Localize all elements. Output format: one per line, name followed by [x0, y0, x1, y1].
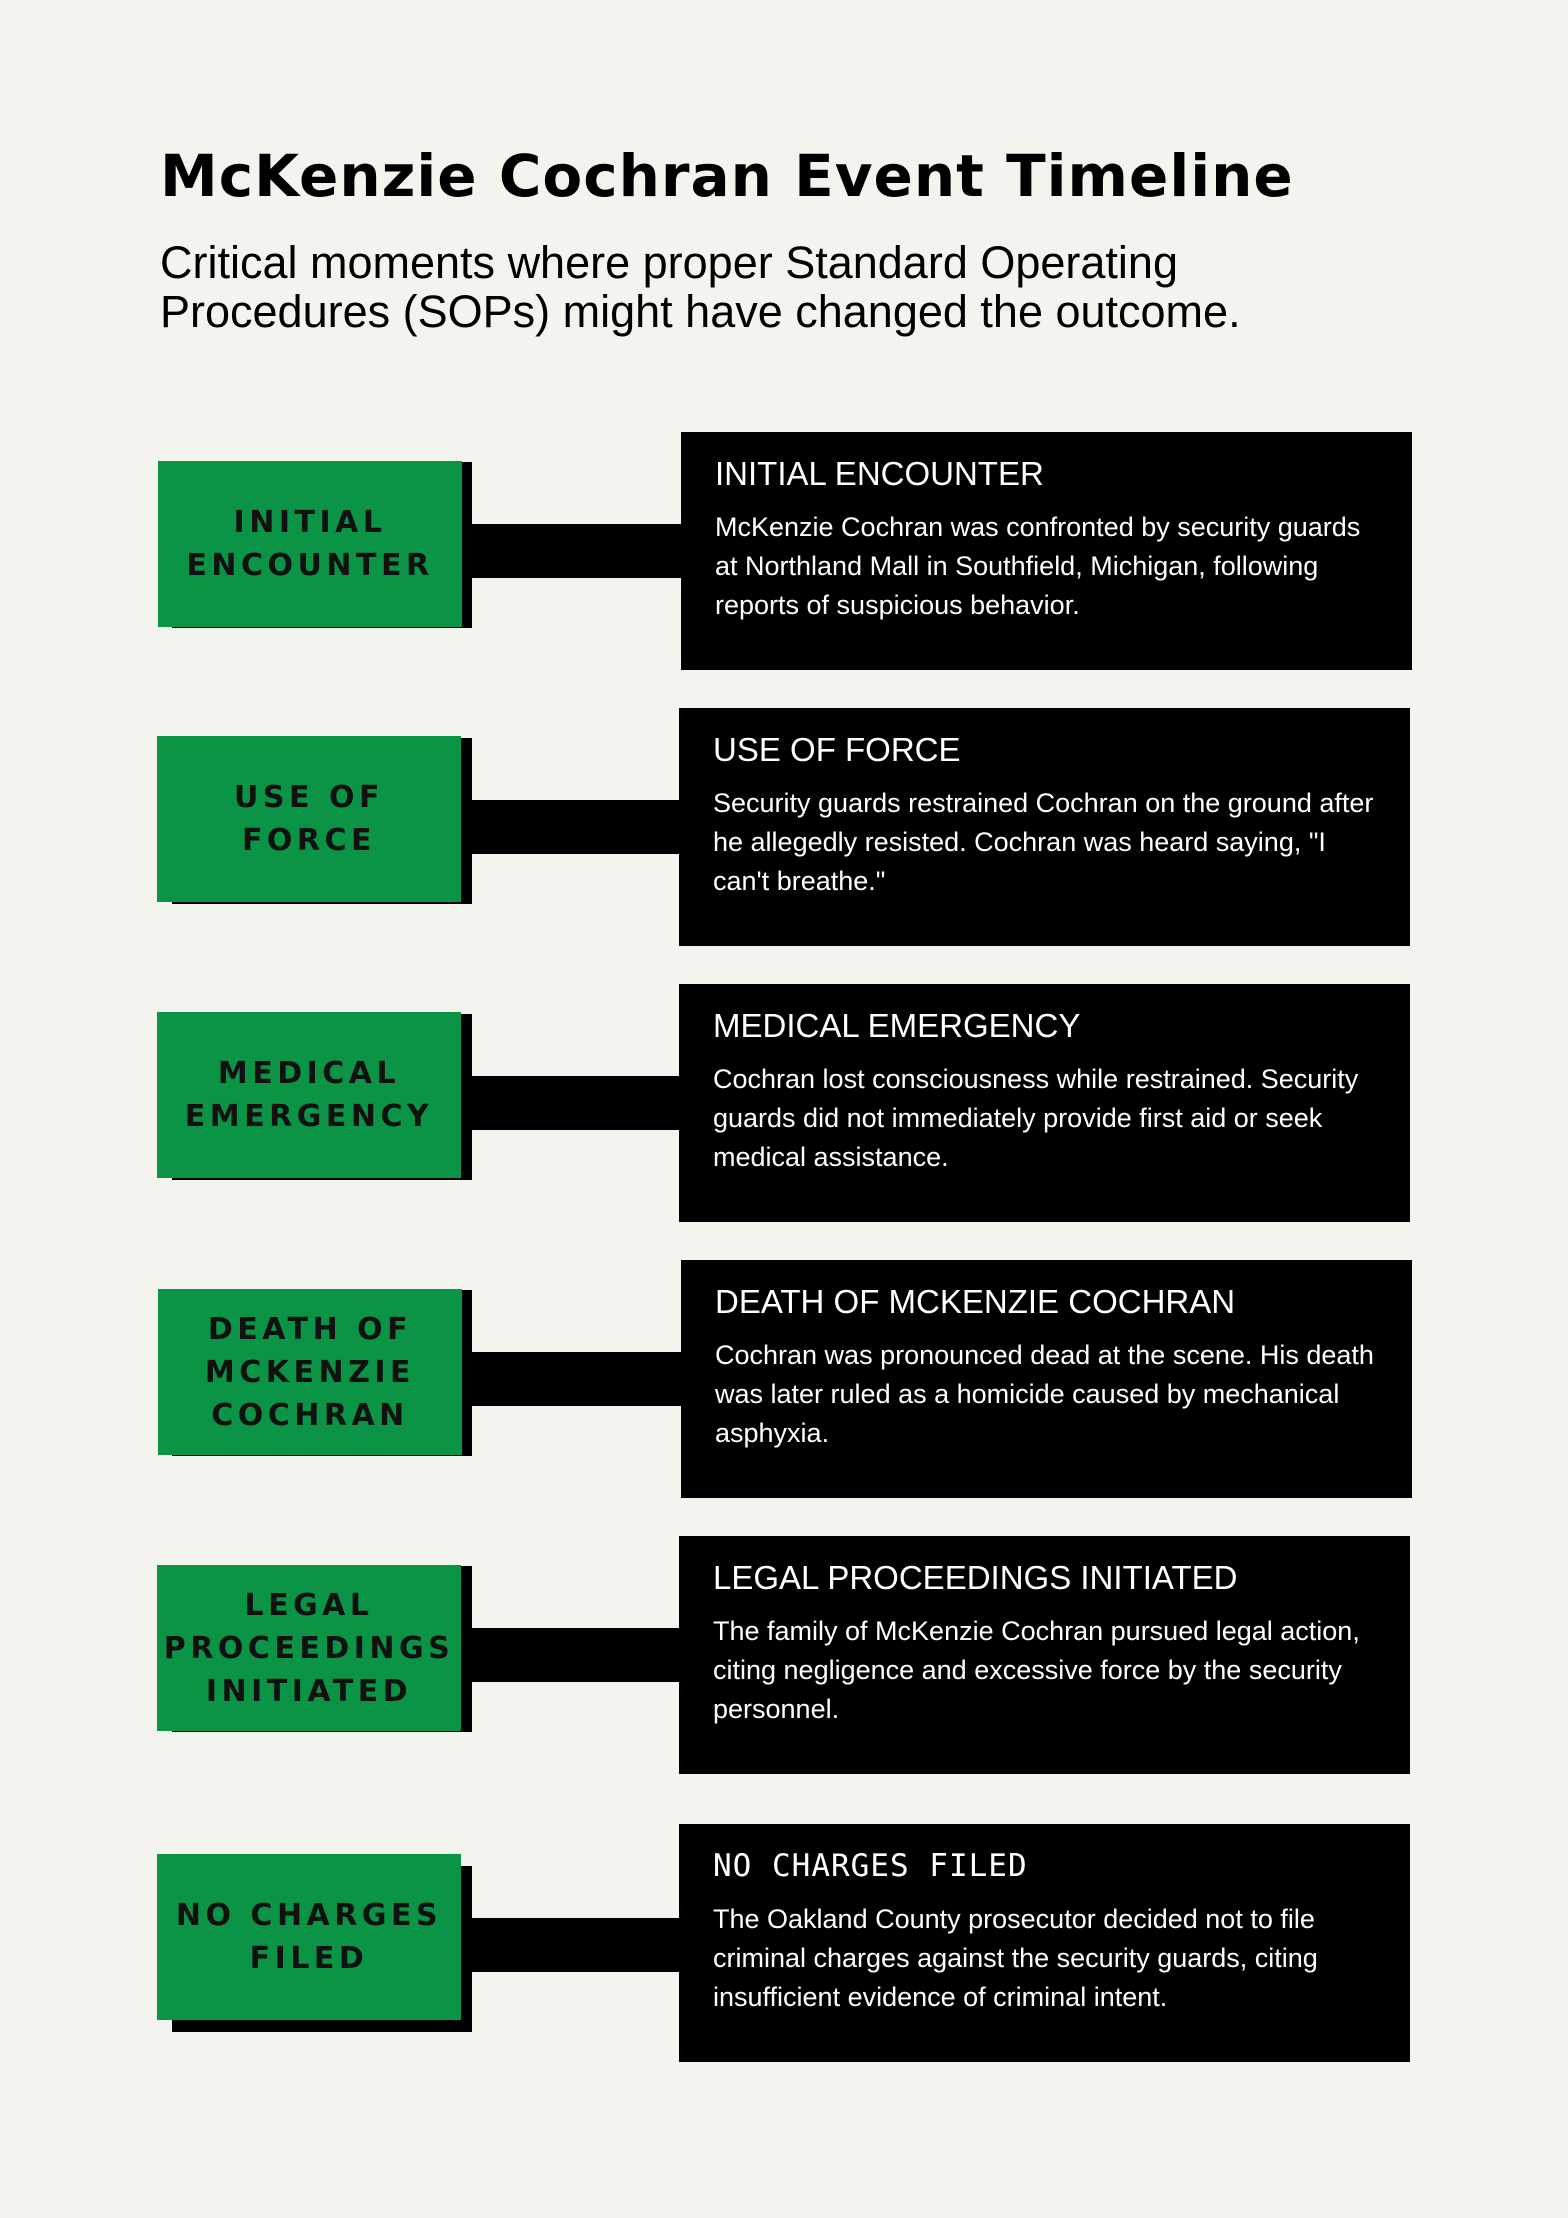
event-card-title: USE OF FORCE: [713, 731, 961, 768]
event-card-description: McKenzie Cochran was confronted by secur…: [715, 512, 1361, 620]
event-label-box: MEDICAL EMERGENCY: [157, 1012, 461, 1178]
page-subtitle: Critical moments where proper Standard O…: [160, 237, 1241, 337]
event-label-box: USE OF FORCE: [157, 736, 461, 902]
event-card-title: LEGAL PROCEEDINGS INITIATED: [713, 1559, 1238, 1596]
event-card: LEGAL PROCEEDINGS INITIATED The family o…: [679, 1536, 1410, 1774]
event-card-title: NO CHARGES FILED: [713, 1848, 1028, 1884]
event-label: MEDICAL EMERGENCY: [184, 1056, 434, 1134]
connector-bar: [462, 1628, 682, 1682]
event-label-box: NO CHARGES FILED: [157, 1854, 461, 2020]
timeline-event-3: MEDICAL EMERGENCY MEDICAL EMERGENCY Coch…: [0, 984, 1568, 1224]
event-card: USE OF FORCE Security guards restrained …: [679, 708, 1410, 946]
event-label: NO CHARGES FILED: [175, 1898, 443, 1976]
connector-bar: [462, 1076, 682, 1130]
connector-bar: [462, 800, 682, 854]
event-label-box: INITIAL ENCOUNTER: [158, 461, 462, 627]
page-title: McKenzie Cochran Event Timeline: [160, 142, 1294, 210]
event-label-box: LEGAL PROCEEDINGS INITIATED: [157, 1565, 461, 1731]
event-card-description: The Oakland County prosecutor decided no…: [713, 1904, 1318, 2012]
connector-bar: [462, 524, 682, 578]
timeline-event-4: DEATH OF MCKENZIE COCHRAN DEATH OF MCKEN…: [0, 1260, 1568, 1500]
event-card-title: MEDICAL EMERGENCY: [713, 1007, 1081, 1044]
event-card-title: DEATH OF MCKENZIE COCHRAN: [715, 1283, 1236, 1320]
connector-bar: [462, 1918, 682, 1972]
connector-bar: [462, 1352, 682, 1406]
event-card: NO CHARGES FILED The Oakland County pros…: [679, 1824, 1410, 2062]
event-card-title: INITIAL ENCOUNTER: [715, 455, 1044, 492]
event-card-description: Cochran was pronounced dead at the scene…: [715, 1340, 1374, 1448]
event-label: USE OF FORCE: [234, 780, 384, 858]
event-card-description: The family of McKenzie Cochran pursued l…: [713, 1616, 1360, 1724]
timeline-event-6: NO CHARGES FILED NO CHARGES FILED The Oa…: [0, 1824, 1568, 2064]
event-card-description: Security guards restrained Cochran on th…: [713, 788, 1374, 896]
event-card: MEDICAL EMERGENCY Cochran lost conscious…: [679, 984, 1410, 1222]
event-card-description: Cochran lost consciousness while restrai…: [713, 1064, 1359, 1172]
event-label: DEATH OF MCKENZIE COCHRAN: [204, 1311, 416, 1433]
event-label-box: DEATH OF MCKENZIE COCHRAN: [158, 1289, 462, 1455]
timeline-event-5: LEGAL PROCEEDINGS INITIATED LEGAL PROCEE…: [0, 1536, 1568, 1776]
event-label: LEGAL PROCEEDINGS INITIATED: [163, 1587, 455, 1709]
event-card: DEATH OF MCKENZIE COCHRAN Cochran was pr…: [681, 1260, 1412, 1498]
timeline-event-1: INITIAL ENCOUNTER INITIAL ENCOUNTER McKe…: [0, 432, 1568, 672]
event-label: INITIAL ENCOUNTER: [186, 505, 434, 583]
timeline-event-2: USE OF FORCE USE OF FORCE Security guard…: [0, 708, 1568, 948]
event-card: INITIAL ENCOUNTER McKenzie Cochran was c…: [681, 432, 1412, 670]
